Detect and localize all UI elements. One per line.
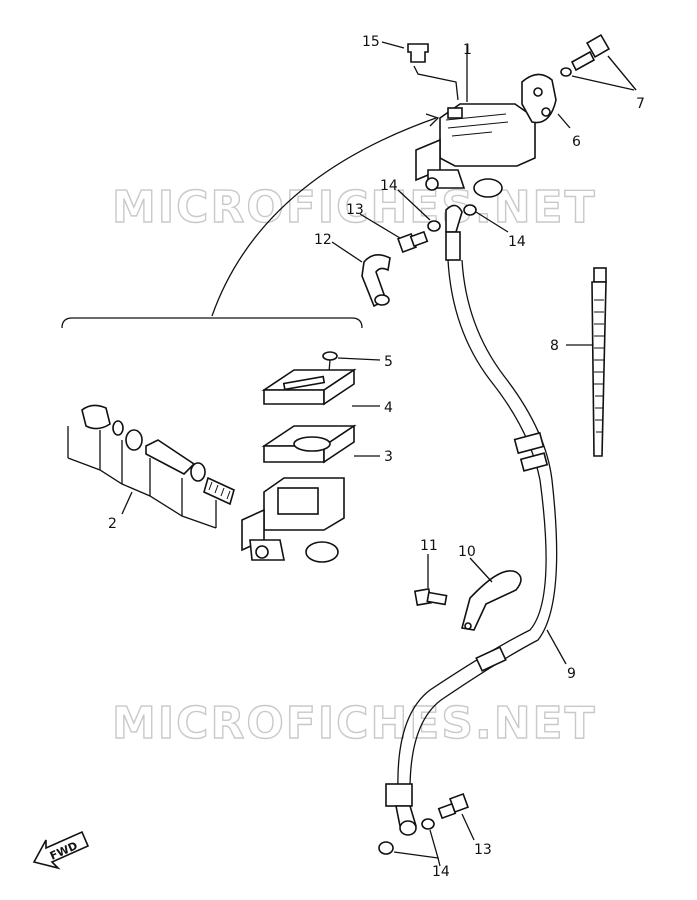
explode-arrow [211, 117, 437, 317]
callout-13a: 13 [346, 202, 364, 218]
leader-15-to-1 [413, 65, 459, 101]
explode-arrowhead [425, 113, 440, 127]
part-1-master-cylinder-body[interactable] [241, 477, 345, 563]
callout-10: 10 [458, 544, 476, 560]
watermark-top: MICROFICHES.NET [112, 182, 597, 233]
leader-9 [546, 629, 567, 665]
part-3-diaphragm[interactable] [261, 424, 357, 464]
leader-6 [557, 113, 571, 129]
part-14-washers-bottom[interactable] [378, 818, 435, 855]
leader-7b [571, 75, 635, 91]
callout-11: 11 [420, 538, 438, 554]
part-14-washers-top[interactable] [427, 204, 477, 232]
callout-13b: 13 [474, 842, 492, 858]
watermark-bottom: MICROFICHES.NET [112, 698, 597, 749]
leader-14-bottom [393, 829, 439, 859]
part-2-bracket-lines [67, 426, 217, 529]
callout-3: 3 [384, 449, 393, 465]
leader-7a [607, 55, 637, 91]
part-12-boot[interactable] [361, 254, 391, 308]
leader-10 [469, 557, 493, 583]
callout-6: 6 [572, 134, 581, 150]
callout-5: 5 [384, 354, 393, 370]
leader-13-bottom [461, 813, 475, 841]
leader-13-top [359, 213, 401, 239]
leader-14-top-b [475, 211, 509, 233]
part-10-hose-guide[interactable] [461, 570, 522, 631]
callout-2: 2 [108, 516, 117, 532]
part-1-master-cylinder[interactable] [415, 103, 536, 198]
leader-15 [381, 41, 405, 49]
callout-14a: 14 [380, 178, 398, 194]
callout-14b: 14 [508, 234, 526, 250]
leader-5 [337, 357, 381, 361]
leader-14-bottom-b [437, 857, 441, 867]
leader-14-top-a [397, 189, 431, 221]
callout-14c: 14 [432, 864, 450, 880]
part-8-cable-tie[interactable] [591, 267, 607, 457]
part-15-cap[interactable] [407, 43, 429, 63]
callout-7: 7 [636, 96, 645, 112]
callout-15: 15 [362, 34, 380, 50]
part-13-union-bolt-top[interactable] [397, 230, 429, 253]
callout-4: 4 [384, 400, 393, 416]
fwd-arrow-icon: FWD [32, 830, 90, 870]
part-7-bolt[interactable] [560, 33, 611, 77]
part-2-piston-kit[interactable] [81, 404, 235, 506]
part-9-brake-hose[interactable] [385, 204, 558, 836]
leader-12 [331, 241, 363, 263]
callout-9: 9 [567, 666, 576, 682]
callout-8: 8 [550, 338, 559, 354]
part-6-holder[interactable] [521, 73, 557, 124]
part-4-cover[interactable] [261, 368, 357, 406]
part-11-bolt[interactable] [413, 587, 448, 607]
part-13-union-bolt-bottom[interactable] [437, 793, 469, 820]
callout-1: 1 [463, 42, 472, 58]
explode-bracket [61, 317, 363, 329]
callout-12: 12 [314, 232, 332, 248]
